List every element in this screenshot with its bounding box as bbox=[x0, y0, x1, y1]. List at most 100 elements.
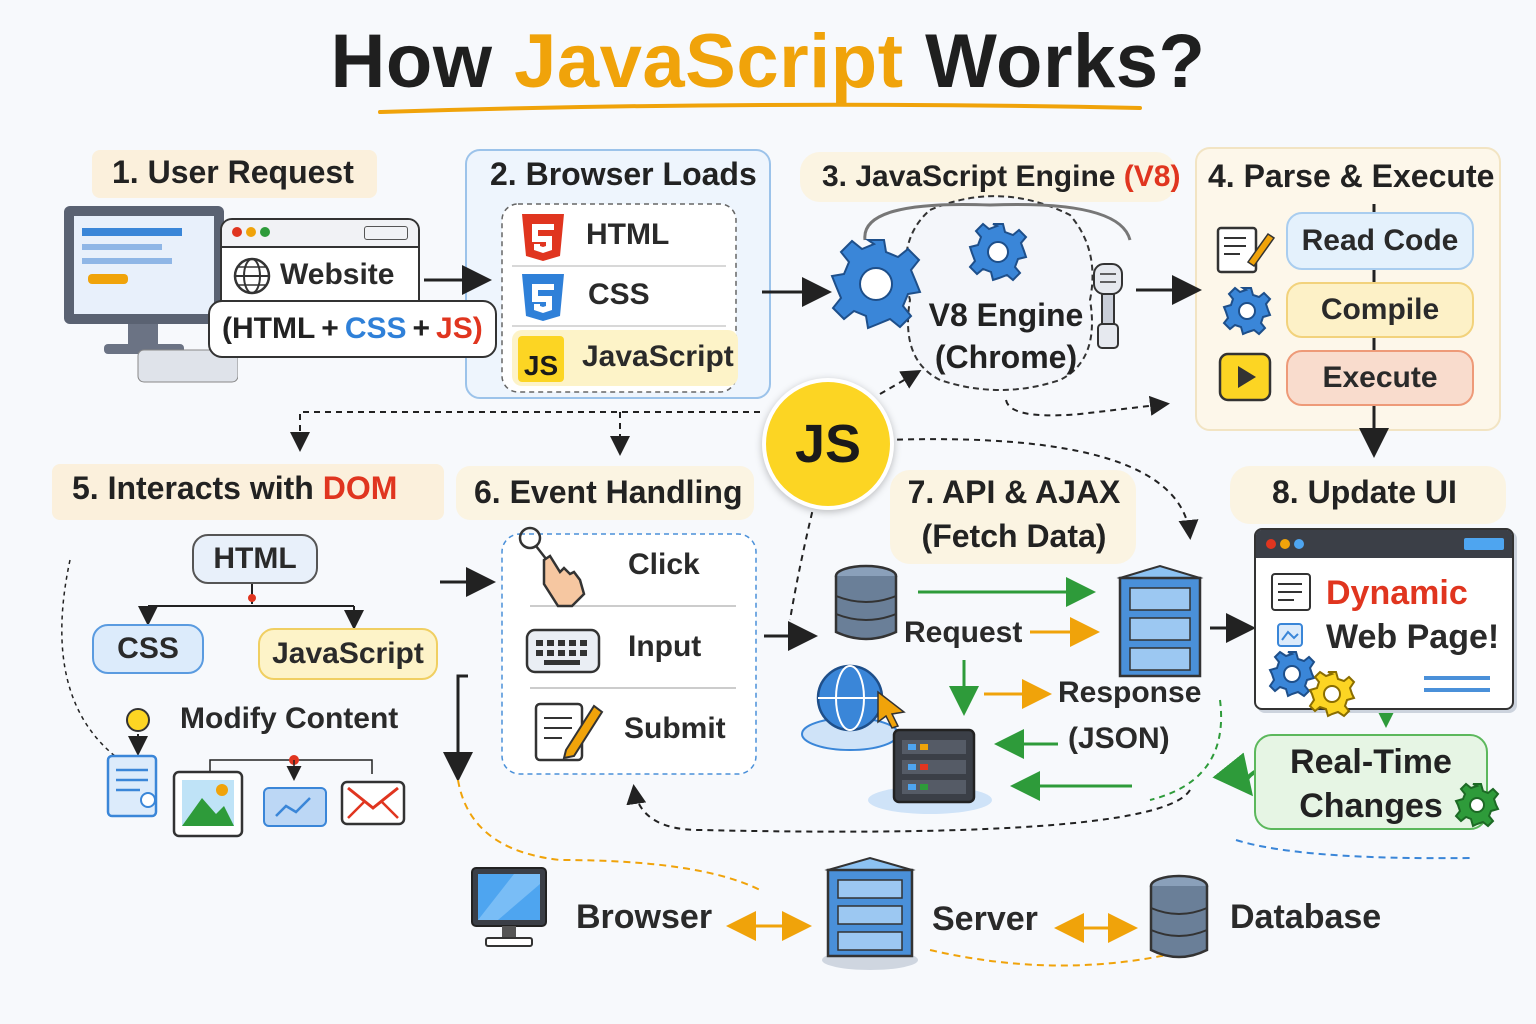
step5-title: 5. Interacts with DOM bbox=[72, 470, 397, 507]
step6-title-bg bbox=[456, 466, 754, 520]
browser-monitor-icon bbox=[471, 867, 547, 947]
mail-icon bbox=[340, 780, 406, 826]
dynamic-label: Dynamic bbox=[1326, 574, 1468, 612]
window-dot-yellow bbox=[246, 227, 256, 237]
bottom-server-label: Server bbox=[932, 900, 1038, 938]
window-controls-icon bbox=[364, 226, 408, 240]
page-title: How JavaScript Works? bbox=[0, 18, 1536, 105]
step8-title-bg bbox=[1230, 466, 1506, 524]
window-dot-red bbox=[232, 227, 242, 237]
tech-stack-badge: (HTML + CSS + JS) bbox=[208, 300, 497, 358]
window-dot-green bbox=[260, 227, 270, 237]
step7-title: 7. API & AJAX (Fetch Data) bbox=[896, 470, 1132, 558]
html5-icon bbox=[522, 214, 564, 261]
step3-title-bg bbox=[800, 152, 1176, 202]
stack-js: JS) bbox=[436, 312, 483, 345]
green-gear-icon bbox=[1454, 782, 1500, 828]
ui-gears-icon bbox=[1268, 650, 1356, 718]
stack-plus-1: + bbox=[321, 312, 339, 345]
web-page-label: Web Page! bbox=[1326, 618, 1500, 656]
compile-gear-icon bbox=[1222, 286, 1272, 336]
step1-title: 1. User Request bbox=[112, 154, 354, 190]
v8-engine-line2: (Chrome) bbox=[934, 339, 1078, 375]
website-label: Website bbox=[280, 258, 395, 291]
css3-icon bbox=[522, 274, 564, 321]
v8-engine-label: V8 Engine (Chrome) bbox=[906, 294, 1106, 378]
read-code-pill: Read Code bbox=[1286, 212, 1474, 270]
dom-bulb-icon bbox=[126, 708, 150, 732]
image-icon bbox=[172, 770, 244, 838]
page-dot-yellow bbox=[1280, 539, 1290, 549]
event-input-label: Input bbox=[628, 630, 702, 663]
step5-title-main: 5. Interacts with bbox=[72, 470, 314, 506]
bottom-server-icon bbox=[822, 856, 918, 970]
step2-js-label: JavaScript bbox=[582, 340, 734, 373]
step3-title-highlight: (V8) bbox=[1123, 160, 1181, 193]
database-icon bbox=[834, 564, 898, 641]
play-icon bbox=[1218, 352, 1272, 402]
bottom-database-label: Database bbox=[1230, 898, 1382, 936]
page-line-1 bbox=[1424, 676, 1490, 680]
page-dot-blue bbox=[1294, 539, 1304, 549]
form-pencil-icon bbox=[534, 702, 604, 762]
step7-title-line2: (Fetch Data) bbox=[921, 518, 1107, 554]
stack-css: CSS bbox=[344, 312, 407, 345]
step4-title: 4. Parse & Execute bbox=[1208, 158, 1495, 194]
hand-pointer-icon bbox=[518, 526, 586, 608]
compile-pill: Compile bbox=[1286, 282, 1474, 338]
step2-css-label: CSS bbox=[588, 278, 650, 311]
page-window-titlebar bbox=[1256, 530, 1512, 558]
server-box-icon bbox=[868, 728, 992, 814]
realtime-line1: Real-Time bbox=[1290, 743, 1452, 781]
small-gear-icon bbox=[968, 222, 1028, 282]
step5-title-bg bbox=[52, 464, 444, 520]
globe-icon bbox=[233, 257, 271, 295]
step1-title-bg bbox=[92, 150, 377, 198]
bottom-database-icon bbox=[1149, 874, 1209, 959]
request-label: Request bbox=[904, 616, 1023, 649]
gear-icon bbox=[830, 239, 922, 330]
page-line-2 bbox=[1424, 688, 1490, 692]
step7-title-bg bbox=[890, 470, 1136, 564]
step5-title-highlight: DOM bbox=[322, 470, 398, 506]
title-highlight: JavaScript bbox=[514, 19, 904, 104]
response-label: Response bbox=[1058, 676, 1202, 709]
event-submit-label: Submit bbox=[624, 712, 726, 745]
page-doc-icon bbox=[1271, 573, 1311, 611]
js-icon: JS bbox=[518, 336, 564, 382]
javascript-badge: JS bbox=[762, 378, 894, 510]
stack-plus-2: + bbox=[412, 312, 431, 345]
execute-pill: Execute bbox=[1286, 350, 1474, 406]
page-dot-red bbox=[1266, 539, 1276, 549]
step3-title: 3. JavaScript Engine (V8) bbox=[822, 160, 1180, 194]
bottom-browser-label: Browser bbox=[576, 898, 713, 936]
dynamic-page-window: Dynamic Web Page! bbox=[1254, 528, 1514, 710]
title-suffix: Works? bbox=[925, 19, 1206, 104]
server-rack-icon bbox=[1116, 564, 1204, 678]
step2-html-label: HTML bbox=[586, 218, 670, 251]
stack-html: (HTML bbox=[222, 312, 316, 345]
engine-piston-icon bbox=[1093, 263, 1123, 349]
chart-card-icon bbox=[263, 787, 327, 827]
step6-title: 6. Event Handling bbox=[474, 474, 743, 510]
window-titlebar bbox=[222, 220, 418, 248]
globe-cursor-icon bbox=[801, 664, 906, 751]
step3-title-main: 3. JavaScript Engine bbox=[822, 160, 1116, 193]
v8-engine-line1: V8 Engine bbox=[928, 297, 1084, 333]
desktop-computer-icon bbox=[64, 206, 238, 383]
keyboard-icon bbox=[525, 628, 601, 674]
dom-node-css: CSS bbox=[92, 624, 204, 674]
realtime-line2: Changes bbox=[1299, 787, 1443, 825]
step7-title-line1: 7. API & AJAX bbox=[907, 474, 1121, 510]
modify-content-label: Modify Content bbox=[180, 702, 399, 735]
title-prefix: How bbox=[330, 19, 493, 104]
engine-cloud bbox=[904, 195, 1094, 391]
step2-js-row-bg bbox=[512, 330, 738, 386]
page-image-icon bbox=[1277, 623, 1303, 647]
step8-title: 8. Update UI bbox=[1272, 474, 1457, 510]
page-window-controls-icon bbox=[1464, 538, 1504, 550]
event-click-label: Click bbox=[628, 548, 700, 581]
code-note-icon bbox=[1216, 226, 1276, 274]
dom-node-javascript: JavaScript bbox=[258, 628, 438, 680]
